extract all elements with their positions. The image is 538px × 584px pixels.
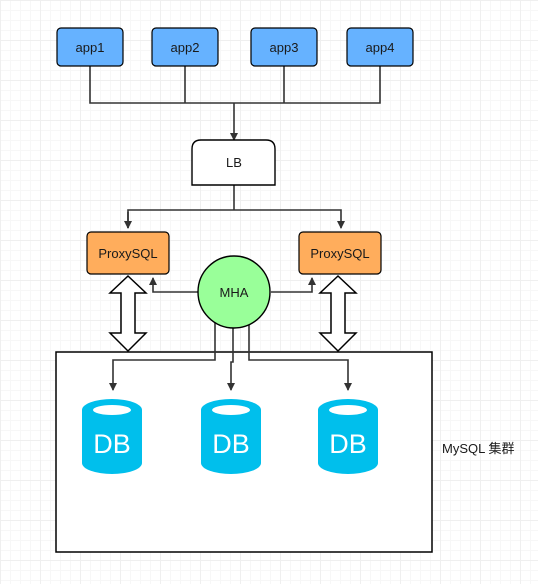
mha-node[interactable]: MHA bbox=[197, 255, 271, 329]
proxysql-box[interactable]: ProxySQL bbox=[298, 231, 382, 275]
app-label: app2 bbox=[171, 40, 200, 55]
load-balancer-label: LB bbox=[226, 155, 242, 170]
proxysql-box[interactable]: ProxySQL bbox=[86, 231, 170, 275]
load-balancer[interactable]: LB bbox=[191, 139, 276, 186]
app-box[interactable]: app3 bbox=[250, 27, 318, 67]
db-label: DB bbox=[212, 429, 250, 459]
mha-label: MHA bbox=[220, 285, 249, 300]
mysql-cluster-label: MySQL 集群 bbox=[442, 441, 514, 456]
mha-proxy-connectors bbox=[149, 277, 316, 293]
app-label: app3 bbox=[270, 40, 299, 55]
db-cylinder[interactable]: DB bbox=[201, 399, 261, 474]
app-box[interactable]: app1 bbox=[56, 27, 124, 67]
db-label: DB bbox=[93, 429, 131, 459]
app-box[interactable]: app4 bbox=[346, 27, 414, 67]
db-label: DB bbox=[329, 429, 367, 459]
app-label: app1 bbox=[76, 40, 105, 55]
proxysql-label: ProxySQL bbox=[98, 246, 157, 261]
db-cylinder[interactable]: DB bbox=[82, 399, 142, 474]
double-arrow-right bbox=[318, 274, 358, 353]
proxysql-label: ProxySQL bbox=[310, 246, 369, 261]
lb-proxy-connectors bbox=[124, 185, 345, 229]
mha-db-connectors bbox=[109, 318, 352, 391]
db-cylinder[interactable]: DB bbox=[318, 399, 378, 474]
double-arrow-left bbox=[108, 274, 148, 353]
app-box[interactable]: app2 bbox=[151, 27, 219, 67]
app-connectors bbox=[89, 66, 381, 141]
app-label: app4 bbox=[366, 40, 395, 55]
